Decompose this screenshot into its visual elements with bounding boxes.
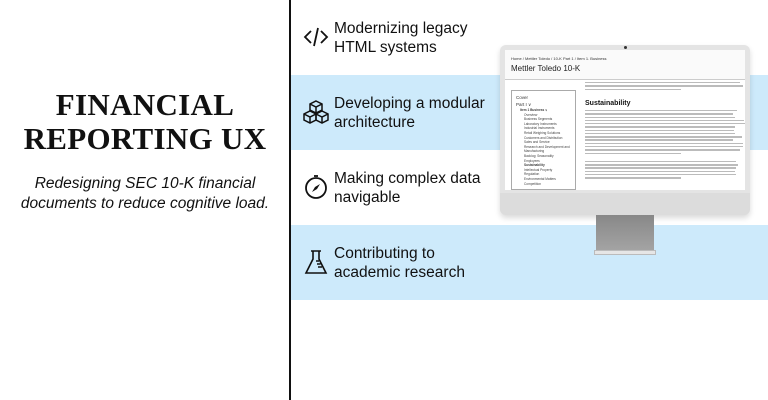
- feature-row-research: Contributing to academic research: [291, 225, 768, 300]
- viewer-header: Home / Mettler Toledo / 10-K Part 1 / It…: [505, 50, 745, 80]
- monitor-mockup: Home / Mettler Toledo / 10-K Part 1 / It…: [500, 45, 750, 215]
- toc-cover: Cover: [516, 94, 571, 101]
- text-line: [585, 139, 733, 140]
- text-line: [585, 133, 735, 134]
- text-line: [585, 126, 735, 127]
- text-line: [585, 143, 743, 144]
- page-subtitle: Redesigning SEC 10-K financial documents…: [0, 174, 290, 214]
- text-line: [585, 85, 743, 86]
- text-line: [585, 113, 733, 114]
- toc-part: Part I ∨: [516, 101, 571, 108]
- text-line: [585, 164, 738, 165]
- feature-label: Modernizing legacy HTML systems: [334, 19, 484, 57]
- table-of-contents: Cover Part I ∨ Item 1 Business ∨ Overvie…: [511, 90, 576, 190]
- feature-label: Developing a modular architecture: [334, 94, 494, 132]
- text-line: [585, 161, 736, 162]
- text-line: [585, 174, 736, 175]
- page-title: FINANCIAL REPORTING UX: [0, 88, 290, 156]
- document-title: Mettler Toledo 10-K: [511, 64, 580, 73]
- text-line: [585, 130, 734, 131]
- document-body: Sustainability: [585, 82, 745, 181]
- monitor-base: [594, 250, 656, 255]
- compass-icon: [303, 174, 329, 200]
- text-line: [585, 120, 744, 121]
- text-line: [585, 117, 735, 118]
- monitor-stand: [596, 215, 654, 251]
- cubes-icon: [303, 99, 329, 125]
- feature-label: Contributing to academic research: [334, 244, 494, 282]
- text-line: [585, 123, 745, 124]
- toc-entry: Research and Development and Manufacturi…: [516, 145, 571, 154]
- text-line: [585, 167, 736, 168]
- intro-panel: FINANCIAL REPORTING UX Redesigning SEC 1…: [0, 0, 290, 400]
- feature-label: Making complex data navigable: [334, 169, 484, 207]
- section-heading: Sustainability: [585, 100, 745, 107]
- text-line: [585, 110, 737, 111]
- text-line: [585, 136, 742, 137]
- text-line: [585, 153, 681, 154]
- text-line: [585, 177, 681, 178]
- code-icon: [303, 24, 329, 50]
- toc-entry: Competition: [516, 182, 571, 187]
- text-line: [585, 149, 740, 150]
- text-line: [585, 146, 743, 147]
- text-line: [585, 82, 740, 83]
- text-line: [585, 171, 735, 172]
- monitor-chin: [500, 193, 750, 215]
- camera-dot: [624, 46, 627, 49]
- text-line: [585, 89, 681, 90]
- screen-10k-viewer: Home / Mettler Toledo / 10-K Part 1 / It…: [505, 50, 745, 190]
- flask-icon: [303, 249, 329, 275]
- breadcrumb: Home / Mettler Toledo / 10-K Part 1 / It…: [511, 56, 607, 61]
